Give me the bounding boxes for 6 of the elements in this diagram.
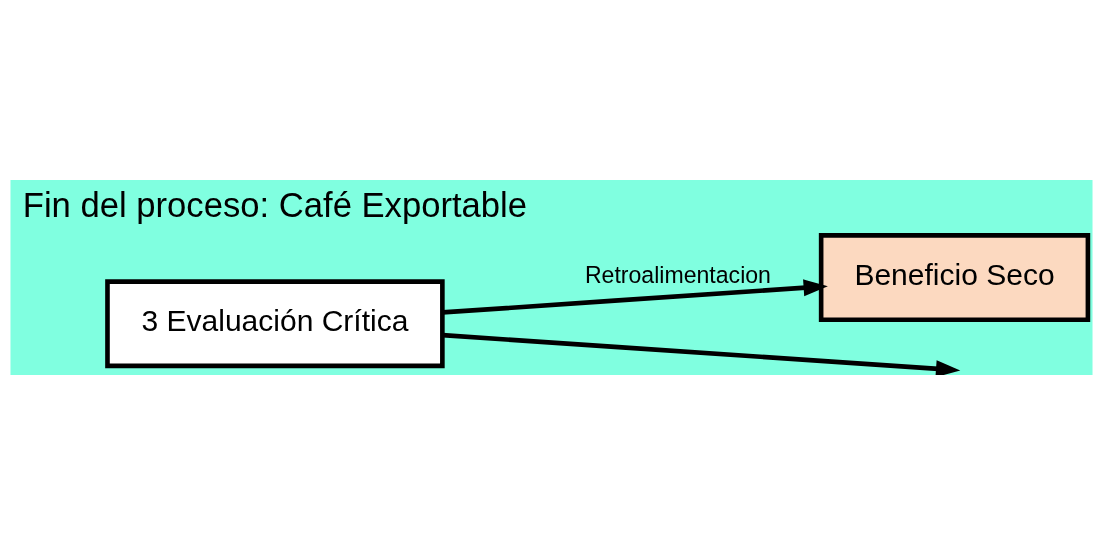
label: Fin del proceso: Café Exportable bbox=[22, 185, 528, 224]
node-box: 3 Evaluación Crítica bbox=[105, 279, 445, 369]
edge-label: Retroalimentacion bbox=[584, 262, 771, 289]
arrow bbox=[442, 279, 828, 315]
arrow bbox=[442, 332, 961, 375]
node-box: Beneficio Seco bbox=[818, 233, 1091, 323]
